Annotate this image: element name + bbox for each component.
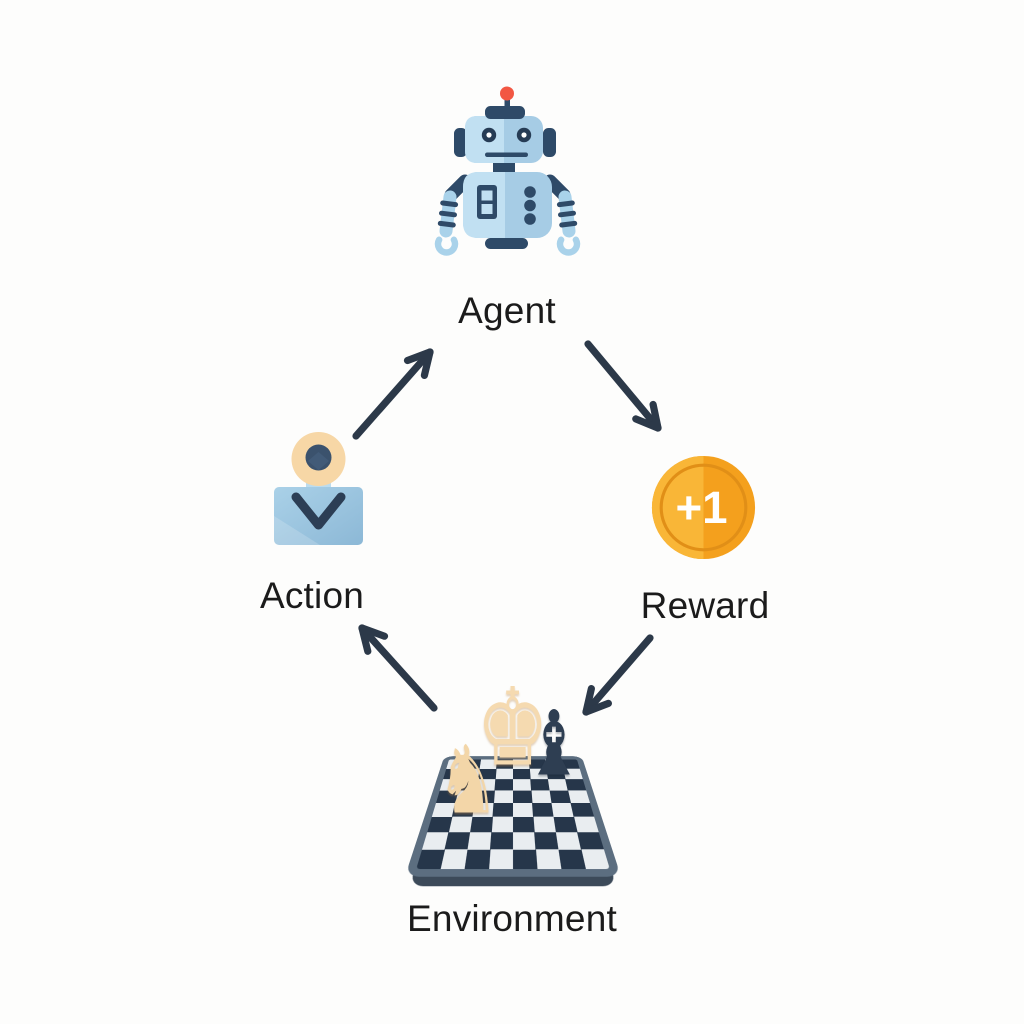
robot-mouth — [485, 152, 528, 157]
chess-bishop-piece: ♝ — [523, 691, 585, 796]
action-label: Action — [259, 575, 365, 616]
down-chevron-icon — [291, 492, 346, 530]
arrow-reward-to-environment — [582, 634, 654, 716]
robot-icon — [434, 86, 581, 256]
robot-base — [485, 238, 528, 249]
arrow-agent-to-reward — [584, 340, 662, 432]
robot-neck — [493, 163, 515, 174]
robot-ear-left — [454, 128, 467, 157]
arrow-action-to-agent — [352, 348, 434, 440]
robot-head-cap — [485, 106, 525, 119]
robot-antenna-ball — [500, 86, 514, 101]
robot-arms — [434, 174, 581, 256]
coin-value-text: +1 — [675, 482, 727, 533]
chess-king-piece: ♚ — [476, 664, 550, 791]
agent-label: Agent — [458, 290, 556, 331]
reward-label: Reward — [640, 585, 770, 626]
joystick-icon — [274, 432, 363, 545]
robot-antenna-stem — [504, 98, 510, 108]
environment-label: Environment — [407, 898, 617, 939]
chess-knight-piece: ♞ — [435, 725, 501, 835]
robot-body — [463, 172, 552, 249]
robot-ear-right — [543, 128, 556, 157]
coin-icon: +1 — [651, 455, 756, 560]
arrow-environment-to-action — [358, 624, 438, 712]
robot-head — [465, 106, 543, 163]
